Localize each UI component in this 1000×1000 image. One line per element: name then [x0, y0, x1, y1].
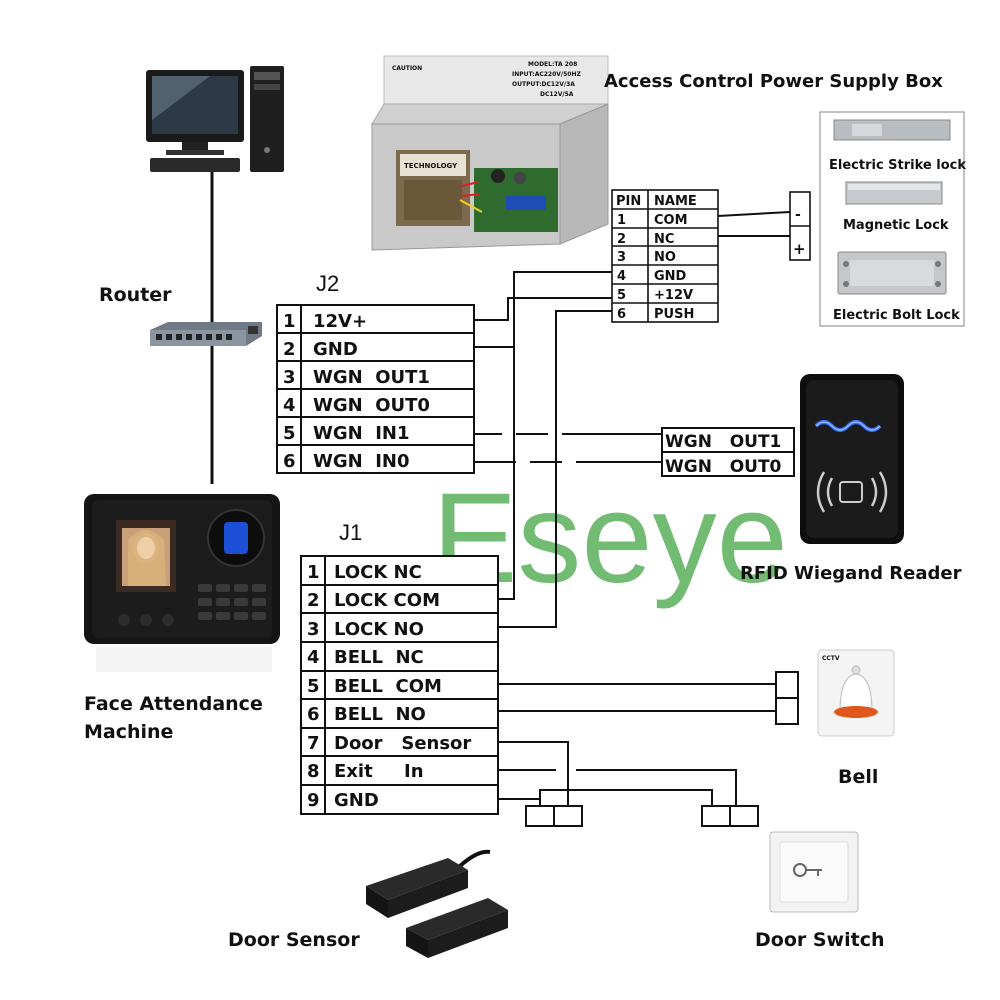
- j1-row-name: BELL NC: [334, 647, 424, 668]
- wire-door-sensor: [498, 741, 569, 806]
- j1-row-number: 7: [307, 733, 320, 754]
- bell-brand-text: CCTV: [822, 655, 840, 662]
- psu-transformer-text: TECHNOLOGY: [404, 162, 458, 170]
- j2-row-number: 6: [283, 451, 296, 472]
- door-sensor-icon: [366, 849, 508, 958]
- j2-row-number: 5: [283, 423, 296, 444]
- j2-row-number: 2: [283, 339, 296, 360]
- j2-row-name: 12V+: [313, 311, 367, 332]
- power-supply-box-label: Access Control Power Supply Box: [604, 71, 943, 92]
- rfid-reader-icon: [800, 374, 904, 544]
- psu-pin-num: 2: [617, 232, 626, 247]
- j1-row-name: LOCK COM: [334, 590, 440, 611]
- psu-pin-num: 1: [617, 213, 626, 228]
- psu-caution-text: CAUTION: [392, 65, 422, 72]
- wire-lock-com: [498, 347, 515, 600]
- j2-row-number: 1: [283, 311, 296, 332]
- j1-row-name: BELL NO: [334, 704, 426, 725]
- psu-pin-table: [611, 189, 719, 323]
- j1-title: J1: [339, 520, 362, 545]
- psu-pin-name: GND: [654, 269, 687, 284]
- j2-row-name: WGN IN1: [313, 423, 410, 444]
- door-switch-terminal-block: [701, 805, 759, 827]
- rfid-pin-out1: WGN OUT1: [665, 432, 781, 452]
- j1-row-number: 6: [307, 704, 320, 725]
- j2-title: J2: [316, 271, 339, 296]
- power-supply-box-image: [371, 55, 609, 251]
- psu-pin-name: NO: [654, 250, 676, 265]
- psu-pin-name: COM: [654, 213, 688, 228]
- bell-label: Bell: [838, 766, 878, 788]
- rfid-pin-table: [661, 427, 795, 477]
- wire-12v: [474, 297, 612, 321]
- electric-bolt-label: Electric Bolt Lock: [833, 308, 960, 323]
- j2-row-number: 4: [283, 395, 296, 416]
- j1-row-name: GND: [334, 790, 379, 811]
- door-sensor-terminal-block: [525, 805, 583, 827]
- j1-row-number: 5: [307, 676, 320, 697]
- wire-exit-in: [576, 769, 737, 806]
- rfid-reader-label: RFID Wiegand Reader: [740, 563, 962, 584]
- face-machine-label-line2: Machine: [84, 721, 173, 743]
- psu-name-header: NAME: [654, 194, 697, 209]
- psu-pin-num: 6: [617, 307, 626, 322]
- psu-pin-num: 3: [617, 250, 626, 265]
- j1-table: [300, 555, 499, 815]
- magnetic-lock-label: Magnetic Lock: [843, 218, 949, 233]
- psu-pin-name: NC: [654, 232, 674, 247]
- rfid-pin-out0: WGN OUT0: [665, 457, 782, 477]
- j1-row-name: BELL COM: [334, 676, 442, 697]
- j1-row-number: 3: [307, 619, 320, 640]
- j1-row-name: Exit In: [334, 761, 424, 782]
- psu-input-text: INPUT:AC220V/50HZ: [512, 71, 581, 78]
- j1-row-number: 4: [307, 647, 320, 668]
- psu-pin-num: 4: [617, 269, 626, 284]
- psu-pin-num: 5: [617, 288, 626, 303]
- electric-strike-label: Electric Strike lock: [829, 158, 966, 173]
- j1-row-name: LOCK NO: [334, 619, 424, 640]
- psu-output-text: OUTPUT:DC12V/3A: [512, 81, 575, 88]
- wire-lock-no: [498, 310, 612, 628]
- j2-row-name: GND: [313, 339, 358, 360]
- wiring: [474, 211, 791, 806]
- door-switch-label: Door Switch: [755, 929, 884, 951]
- lock-terminal-plus: +: [793, 240, 806, 258]
- psu-model-text: MODEL:TA 208: [528, 61, 577, 68]
- j2-row-name: WGN OUT1: [313, 367, 430, 388]
- j1-row-number: 1: [307, 562, 320, 583]
- psu-dc-text: DC12V/5A: [540, 91, 574, 98]
- face-machine-label-line1: Face Attendance: [84, 693, 263, 715]
- j2-row-name: WGN IN0: [313, 451, 410, 472]
- lock-terminal-minus: -: [795, 207, 801, 223]
- door-switch-icon: [769, 831, 859, 913]
- computer-icon: [146, 66, 284, 172]
- router-icon: [150, 322, 262, 346]
- bell-icon: [817, 649, 895, 737]
- psu-pin-name: +12V: [654, 288, 693, 303]
- j1-row-name: LOCK NC: [334, 562, 422, 583]
- locks-panel: [819, 111, 965, 327]
- j2-row-name: WGN OUT0: [313, 395, 430, 416]
- psu-pin-name: PUSH: [654, 307, 694, 322]
- router-label: Router: [99, 284, 172, 306]
- j1-row-number: 2: [307, 590, 320, 611]
- j2-row-number: 3: [283, 367, 296, 388]
- j1-row-name: Door Sensor: [334, 733, 471, 754]
- wire-com-lock: [717, 211, 791, 217]
- j1-row-number: 8: [307, 761, 320, 782]
- j2-table: [276, 304, 475, 474]
- wire-gnd-switch: [539, 789, 713, 806]
- wire-gnd: [474, 271, 612, 348]
- j1-row-number: 9: [307, 790, 320, 811]
- psu-pin-header: PIN: [616, 194, 641, 209]
- face-attendance-machine-icon: [84, 494, 280, 672]
- bell-terminal-block: [775, 671, 799, 725]
- door-sensor-label: Door Sensor: [228, 929, 360, 951]
